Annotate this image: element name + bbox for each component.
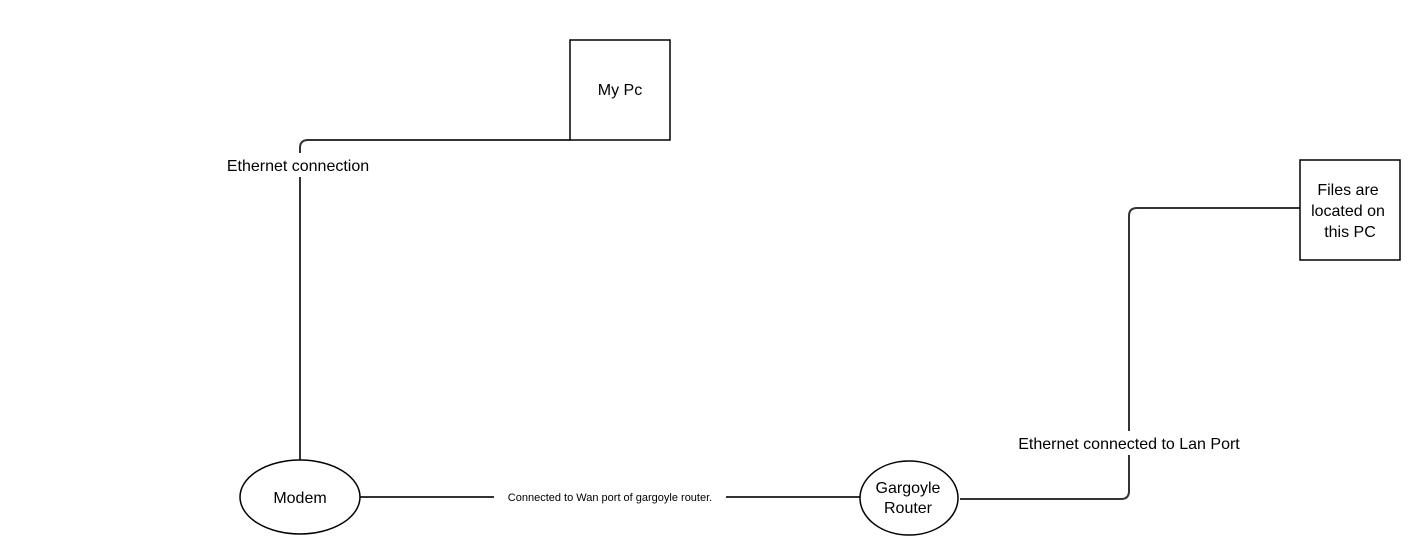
edge-pc-modem — [299, 139, 570, 460]
edge-label-bg-pc-modem — [216, 153, 382, 177]
edge-label-bg-router-files — [1002, 431, 1256, 455]
files-pc-label-line-1: Files are — [1317, 182, 1378, 199]
files-pc-label-line-2: located on — [1311, 203, 1385, 220]
router-ellipse — [859, 460, 959, 536]
node-modem[interactable]: Modem — [239, 459, 361, 535]
edge-label-bg-modem-router — [494, 489, 726, 505]
modem-label: Modem — [273, 490, 326, 507]
node-my-pc[interactable]: My Pc — [569, 39, 671, 141]
my-pc-label: My Pc — [598, 82, 642, 99]
modem-ellipse — [239, 459, 361, 535]
edge-label-pc-modem: Ethernet connection — [227, 158, 369, 175]
files-pc-label-line-3: this PC — [1324, 224, 1376, 241]
router-label-line-1: Gargoyle — [876, 480, 941, 497]
edge-label-modem-router: Connected to Wan port of gargoyle router… — [508, 492, 712, 504]
router-label-line-2: Router — [884, 500, 933, 517]
edge-router-files — [960, 207, 1300, 500]
node-files-pc[interactable]: Files are located on this PC — [1299, 159, 1401, 261]
node-router[interactable]: Gargoyle Router — [859, 460, 959, 536]
edge-label-router-files: Ethernet connected to Lan Port — [1018, 436, 1240, 453]
my-pc-box — [569, 39, 671, 141]
files-pc-box — [1299, 159, 1401, 261]
